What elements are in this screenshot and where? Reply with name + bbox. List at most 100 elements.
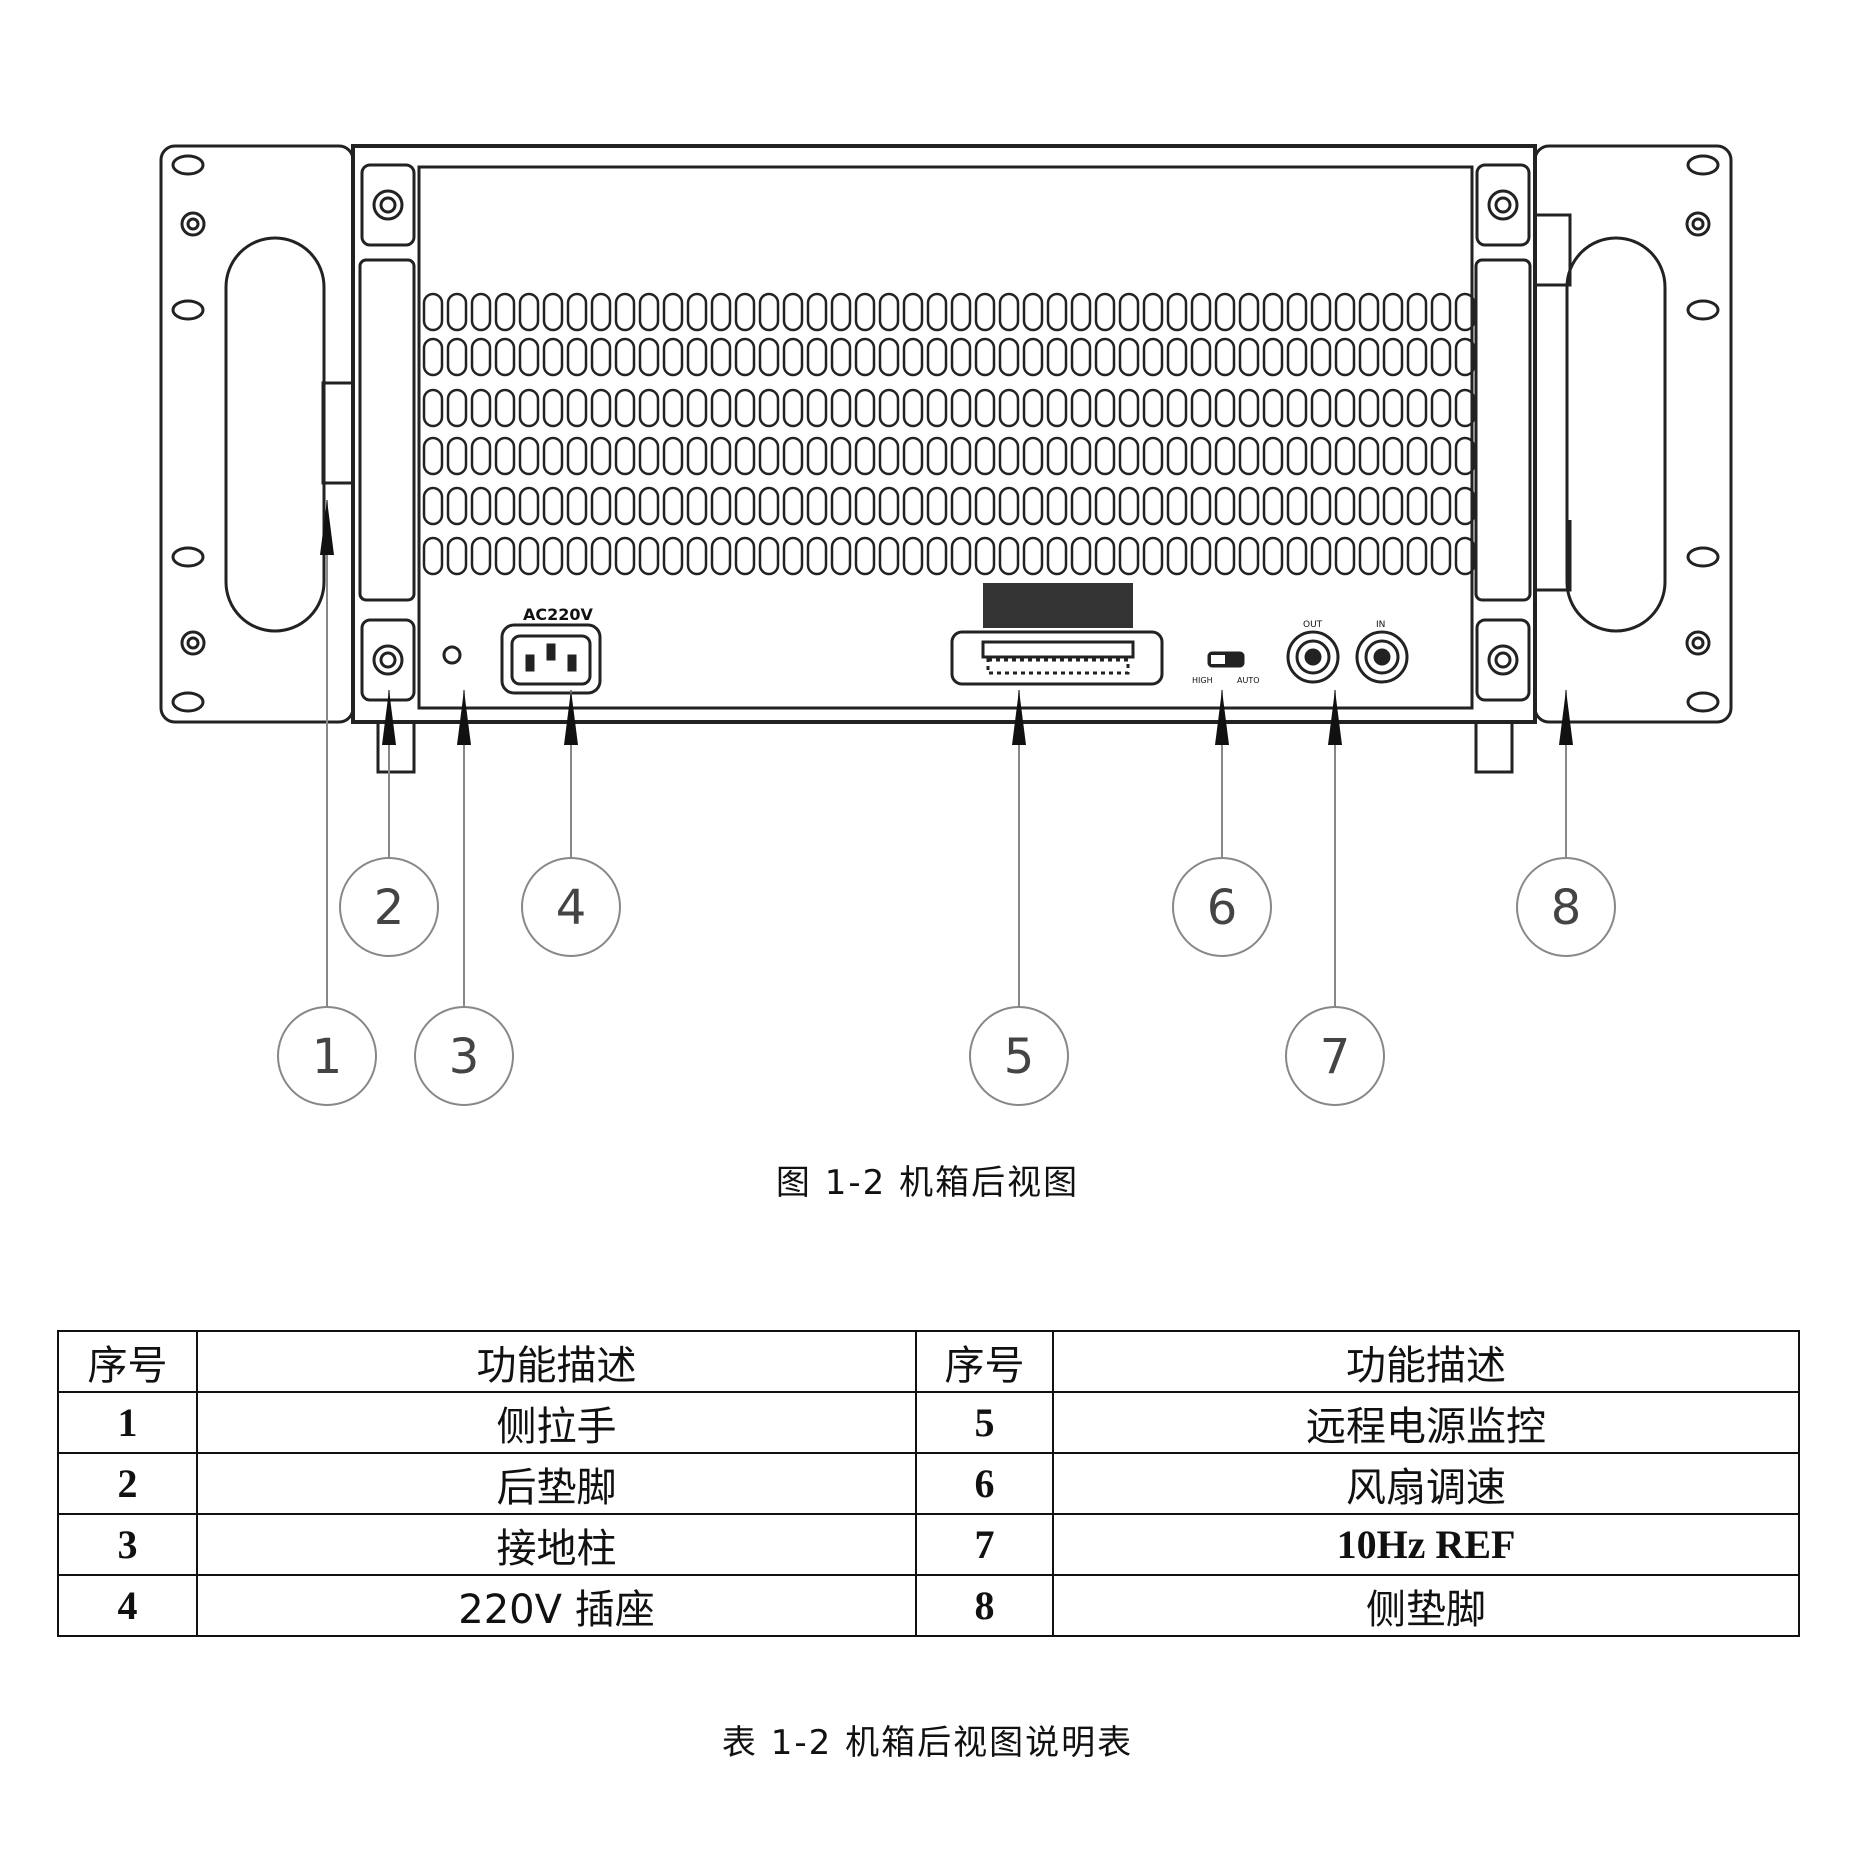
- vent-slot: [590, 388, 612, 428]
- vent-slot: [1022, 486, 1044, 526]
- vent-slot: [542, 536, 564, 576]
- vent-slot: [1310, 536, 1332, 576]
- vent-slot: [1238, 292, 1260, 332]
- cell: 远程电源监控: [1052, 1391, 1800, 1454]
- cell: 风扇调速: [1052, 1452, 1800, 1515]
- remote-monitor-table-label: [983, 583, 1133, 628]
- vent-slot: [1142, 436, 1164, 476]
- vent-slot: [470, 536, 492, 576]
- vent-slot: [854, 337, 876, 377]
- vent-slot: [422, 436, 444, 476]
- vent-slot: [518, 388, 540, 428]
- vent-slot: [1430, 292, 1452, 332]
- vent-slot: [1310, 292, 1332, 332]
- vent-slot: [782, 536, 804, 576]
- vent-slot: [686, 388, 708, 428]
- screw: [372, 644, 404, 676]
- vent-slot: [734, 388, 756, 428]
- table-caption: 表 1-2 机箱后视图说明表: [721, 1723, 1134, 1763]
- vent-slot: [542, 486, 564, 526]
- vent-slot: [1118, 337, 1140, 377]
- vent-slot: [830, 388, 852, 428]
- vent-slot: [758, 292, 780, 332]
- vent-slot: [854, 388, 876, 428]
- vent-slot: [662, 436, 684, 476]
- mount-hole: [1685, 630, 1711, 656]
- vent-slot: [1166, 536, 1188, 576]
- vent-slot: [782, 486, 804, 526]
- cell: 3: [57, 1513, 198, 1576]
- mount-slot: [171, 154, 205, 176]
- vent-slot: [830, 292, 852, 332]
- vent-slot: [1430, 388, 1452, 428]
- vent-slot: [470, 337, 492, 377]
- power-label: AC220V: [523, 605, 594, 624]
- vent-slot: [998, 337, 1020, 377]
- vent-slot: [1406, 388, 1428, 428]
- callout-number: 3: [449, 1029, 480, 1085]
- vent-slot: [878, 536, 900, 576]
- cell: 接地柱: [196, 1513, 917, 1576]
- rear-foot-right: [1474, 720, 1514, 774]
- cell: 6: [915, 1452, 1054, 1515]
- vent-slot: [662, 337, 684, 377]
- cell: 侧拉手: [196, 1391, 917, 1454]
- vent-slot: [758, 536, 780, 576]
- header-cell: 序号: [57, 1330, 198, 1393]
- ground-post-icon: [442, 645, 462, 665]
- vent-slot: [950, 436, 972, 476]
- vent-slot: [1046, 337, 1068, 377]
- vent-slot: [1070, 536, 1092, 576]
- vent-slot: [902, 292, 924, 332]
- vent-slot: [1430, 486, 1452, 526]
- vent-slot: [494, 388, 516, 428]
- vent-slot: [1070, 292, 1092, 332]
- vent-slot: [830, 486, 852, 526]
- vent-slot: [1310, 436, 1332, 476]
- vent-slot: [806, 436, 828, 476]
- vent-slot: [614, 388, 636, 428]
- vent-slot: [1334, 388, 1356, 428]
- vent-slot: [758, 486, 780, 526]
- vent-slot: [1382, 388, 1404, 428]
- callout-6: 6: [1172, 690, 1272, 957]
- vent-slot: [926, 536, 948, 576]
- mount-slot: [1686, 546, 1720, 568]
- vent-slot: [1406, 292, 1428, 332]
- vent-slot: [590, 536, 612, 576]
- vent-slot: [590, 337, 612, 377]
- vent-slot: [1022, 388, 1044, 428]
- vent-slot: [638, 337, 660, 377]
- vent-slot: [1358, 388, 1380, 428]
- vent-slot: [662, 486, 684, 526]
- vent-slot: [1454, 536, 1476, 576]
- mount-slot: [1686, 691, 1720, 713]
- vent-slot: [1310, 388, 1332, 428]
- vent-slot: [926, 436, 948, 476]
- vent-slot: [638, 536, 660, 576]
- vent-slot: [974, 536, 996, 576]
- vent-slot: [614, 486, 636, 526]
- vent-slot: [1190, 536, 1212, 576]
- vent-slot: [1262, 337, 1284, 377]
- vent-slot: [1118, 436, 1140, 476]
- header-cell: 序号: [915, 1330, 1054, 1393]
- vent-slot: [1334, 292, 1356, 332]
- vent-slot: [1334, 436, 1356, 476]
- vent-slot: [1286, 337, 1308, 377]
- mount-slot: [171, 546, 205, 568]
- arrow-icon: [382, 690, 396, 745]
- vent-slot: [542, 436, 564, 476]
- vent-slot: [926, 388, 948, 428]
- vent-slot: [878, 337, 900, 377]
- vent-slot: [998, 486, 1020, 526]
- callout-number: 7: [1320, 1029, 1351, 1085]
- vent-slot: [1142, 292, 1164, 332]
- vent-slot: [1238, 388, 1260, 428]
- vent-slot: [470, 388, 492, 428]
- vent-slot: [518, 436, 540, 476]
- vent-slot: [1094, 536, 1116, 576]
- vent-slot: [710, 486, 732, 526]
